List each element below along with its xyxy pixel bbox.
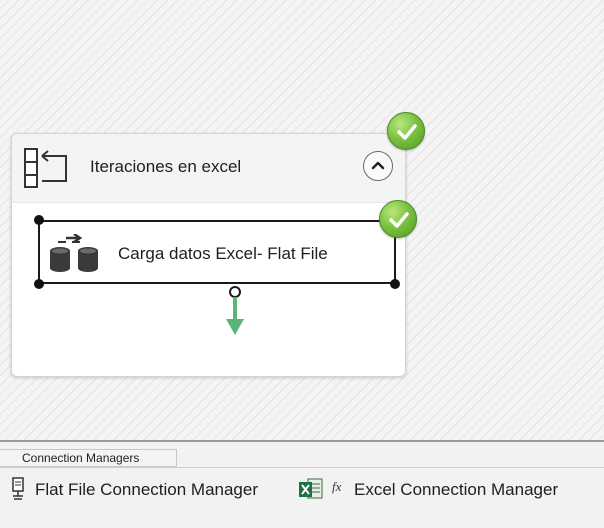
collapse-button[interactable] [363,151,393,181]
container-header[interactable]: Iteraciones en excel [12,134,405,203]
resize-handle-bottom-right[interactable] [390,279,400,289]
container-title: Iteraciones en excel [90,157,242,176]
data-flow-task-icon [48,232,102,272]
resize-handle-top-left[interactable] [34,215,44,225]
connection-managers-separator [0,467,604,468]
connection-manager-flat-file[interactable]: Flat File Connection Manager [10,476,280,502]
excel-connection-icon [298,476,324,507]
connection-manager-label: Excel Connection Manager [354,480,559,499]
precedence-constraint-arrow[interactable] [225,285,245,337]
expression-fx-badge: fx [332,479,342,494]
flat-file-connection-icon [10,477,28,506]
loop-container-icon [22,146,72,190]
connection-manager-label: Flat File Connection Manager [35,480,259,499]
connection-manager-excel[interactable]: fx Excel Connection Manager [298,476,588,502]
chevron-up-icon [371,161,385,170]
task-label: Carga datos Excel- Flat File [118,244,328,263]
design-canvas[interactable]: Iteraciones en excel [0,0,604,440]
task-success-check-icon [379,200,417,238]
data-flow-task[interactable]: Carga datos Excel- Flat File [38,220,396,284]
container-success-check-icon [387,112,425,150]
pane-divider[interactable] [0,440,604,442]
tab-connection-managers[interactable]: Connection Managers [0,449,177,467]
resize-handle-bottom-left[interactable] [34,279,44,289]
